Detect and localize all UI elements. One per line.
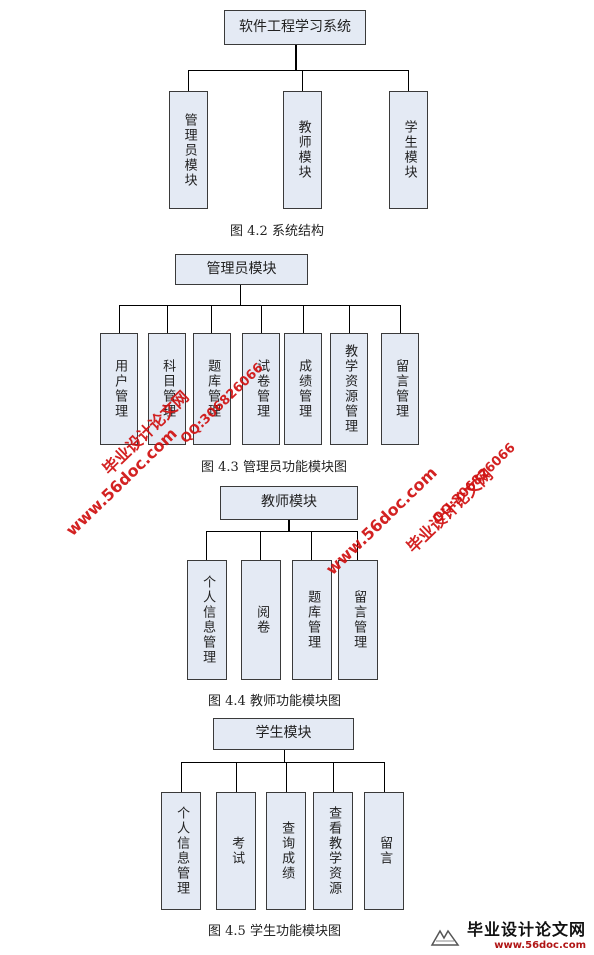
node-question-bank-management: 题库管理 bbox=[193, 333, 231, 445]
node-message: 留言 bbox=[364, 792, 404, 910]
connector bbox=[119, 305, 120, 333]
connector bbox=[206, 531, 207, 560]
root-node-teacher: 教师模块 bbox=[220, 486, 358, 520]
node-teaching-resource-management: 教学资源管理 bbox=[330, 333, 368, 445]
connector bbox=[181, 762, 182, 792]
connector bbox=[167, 305, 168, 333]
figure-caption: 图 4.5 学生功能模块图 bbox=[208, 924, 341, 939]
root-node-admin: 管理员模块 bbox=[175, 254, 308, 285]
connector bbox=[260, 531, 261, 560]
node-grading: 阅卷 bbox=[241, 560, 281, 680]
figure-caption: 图 4.3 管理员功能模块图 bbox=[201, 460, 347, 475]
node-query-scores: 查询成绩 bbox=[266, 792, 306, 910]
figure-caption: 图 4.2 系统结构 bbox=[230, 224, 324, 239]
node-exam-paper-management: 试卷管理 bbox=[242, 333, 280, 445]
root-node-student: 学生模块 bbox=[213, 718, 354, 750]
site-logo-icon bbox=[430, 929, 460, 946]
connector bbox=[288, 520, 290, 532]
connector bbox=[286, 762, 287, 792]
connector bbox=[211, 305, 212, 333]
connector bbox=[333, 762, 334, 792]
connector bbox=[206, 531, 358, 532]
connector bbox=[181, 762, 385, 763]
node-admin-module: 管理员模块 bbox=[169, 91, 208, 209]
node-question-bank-management: 题库管理 bbox=[292, 560, 332, 680]
node-personal-info-management: 个人信息管理 bbox=[161, 792, 201, 910]
connector bbox=[295, 45, 297, 70]
footer-logo: 毕业设计论文网 www.56doc.com bbox=[467, 916, 586, 951]
connector bbox=[311, 531, 312, 560]
connector bbox=[400, 305, 401, 333]
node-message-management: 留言管理 bbox=[338, 560, 378, 680]
connector bbox=[303, 305, 304, 333]
connector bbox=[236, 762, 237, 792]
connector bbox=[188, 70, 409, 71]
connector bbox=[349, 305, 350, 333]
node-score-management: 成绩管理 bbox=[284, 333, 322, 445]
connector bbox=[384, 762, 385, 792]
node-teacher-module: 教师模块 bbox=[283, 91, 322, 209]
node-user-management: 用户管理 bbox=[100, 333, 138, 445]
connector bbox=[408, 70, 409, 91]
connector bbox=[240, 285, 241, 306]
figure-caption: 图 4.4 教师功能模块图 bbox=[208, 694, 341, 709]
node-personal-info-management: 个人信息管理 bbox=[187, 560, 227, 680]
connector bbox=[284, 750, 285, 763]
node-exam: 考试 bbox=[216, 792, 256, 910]
node-view-teaching-resources: 查看教学资源 bbox=[313, 792, 353, 910]
node-student-module: 学生模块 bbox=[389, 91, 428, 209]
connector bbox=[302, 70, 303, 91]
connector bbox=[261, 305, 262, 333]
connector bbox=[188, 70, 189, 91]
node-message-management: 留言管理 bbox=[381, 333, 419, 445]
root-node-system: 软件工程学习系统 bbox=[224, 10, 366, 45]
node-subject-management: 科目管理 bbox=[148, 333, 186, 445]
connector bbox=[119, 305, 400, 306]
connector bbox=[357, 531, 358, 560]
footer-title: 毕业设计论文网 bbox=[466, 920, 586, 939]
footer-url: www.56doc.com bbox=[494, 940, 586, 951]
